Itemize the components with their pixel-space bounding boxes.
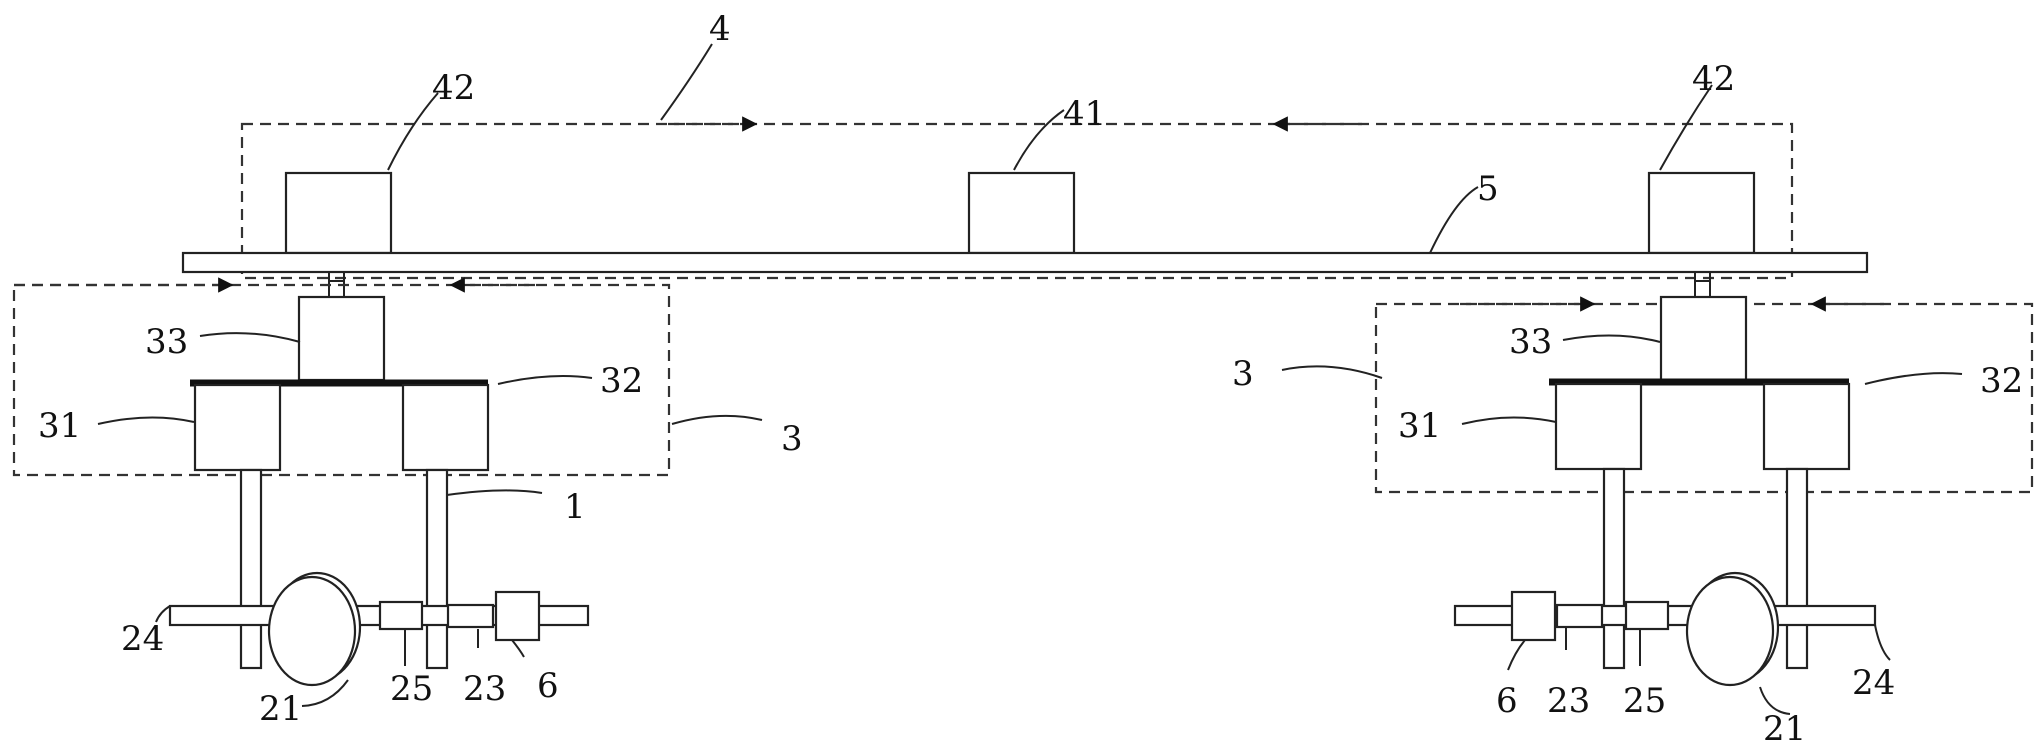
label-1: 1: [564, 487, 586, 527]
wheel-21-right: [1685, 575, 1775, 687]
block-32-left: [401, 383, 490, 472]
coupling-25-left: [378, 600, 424, 631]
label-23-left: 23: [463, 669, 506, 709]
rod-left-1: [239, 468, 263, 670]
label-21-left: 21: [259, 689, 302, 729]
unit-3-left-dashed-boundary: [12, 283, 671, 477]
label-4: 4: [709, 9, 731, 49]
label-25-right: 25: [1623, 681, 1666, 721]
label-42-left: 42: [432, 68, 475, 108]
block-41: [967, 171, 1076, 255]
rod-left-2: [425, 468, 449, 670]
label-6-left: 6: [537, 666, 559, 706]
rod-right-2: [1785, 467, 1809, 670]
leader-lines: [97, 43, 1963, 715]
label-32-left: 32: [600, 361, 643, 401]
collar-23-left: [446, 603, 495, 629]
block-33-left: [297, 295, 386, 382]
label-24-right: 24: [1852, 663, 1895, 703]
block-31-right: [1554, 382, 1643, 471]
beam-5: [181, 251, 1869, 274]
label-32-right: 32: [1980, 361, 2023, 401]
block-31-left: [193, 383, 282, 472]
label-33-left: 33: [145, 322, 188, 362]
nut-6-right: [1510, 590, 1557, 642]
label-3-right: 3: [1232, 354, 1254, 394]
nut-6-left: [494, 590, 541, 642]
block-42-left: [284, 171, 393, 255]
label-5: 5: [1477, 169, 1499, 209]
collar-23-right: [1555, 603, 1604, 629]
label-6-right: 6: [1496, 681, 1518, 721]
coupling-25-right: [1624, 600, 1670, 631]
label-42-right: 42: [1692, 59, 1735, 99]
label-23-right: 23: [1547, 681, 1590, 721]
block-32-right: [1762, 382, 1851, 471]
label-25-left: 25: [390, 669, 433, 709]
label-21-right: 21: [1763, 709, 1806, 749]
assembly-4-dashed-boundary: [240, 122, 1794, 280]
rod-right-1: [1602, 467, 1626, 670]
block-42-right: [1647, 171, 1756, 255]
label-24-left: 24: [121, 619, 164, 659]
label-3-left: 3: [781, 419, 803, 459]
wheel-21-left: [267, 575, 357, 687]
label-41: 41: [1063, 94, 1106, 134]
label-33-right: 33: [1509, 322, 1552, 362]
label-31-right: 31: [1398, 406, 1441, 446]
label-31-left: 31: [38, 406, 81, 446]
block-33-right: [1659, 295, 1748, 382]
